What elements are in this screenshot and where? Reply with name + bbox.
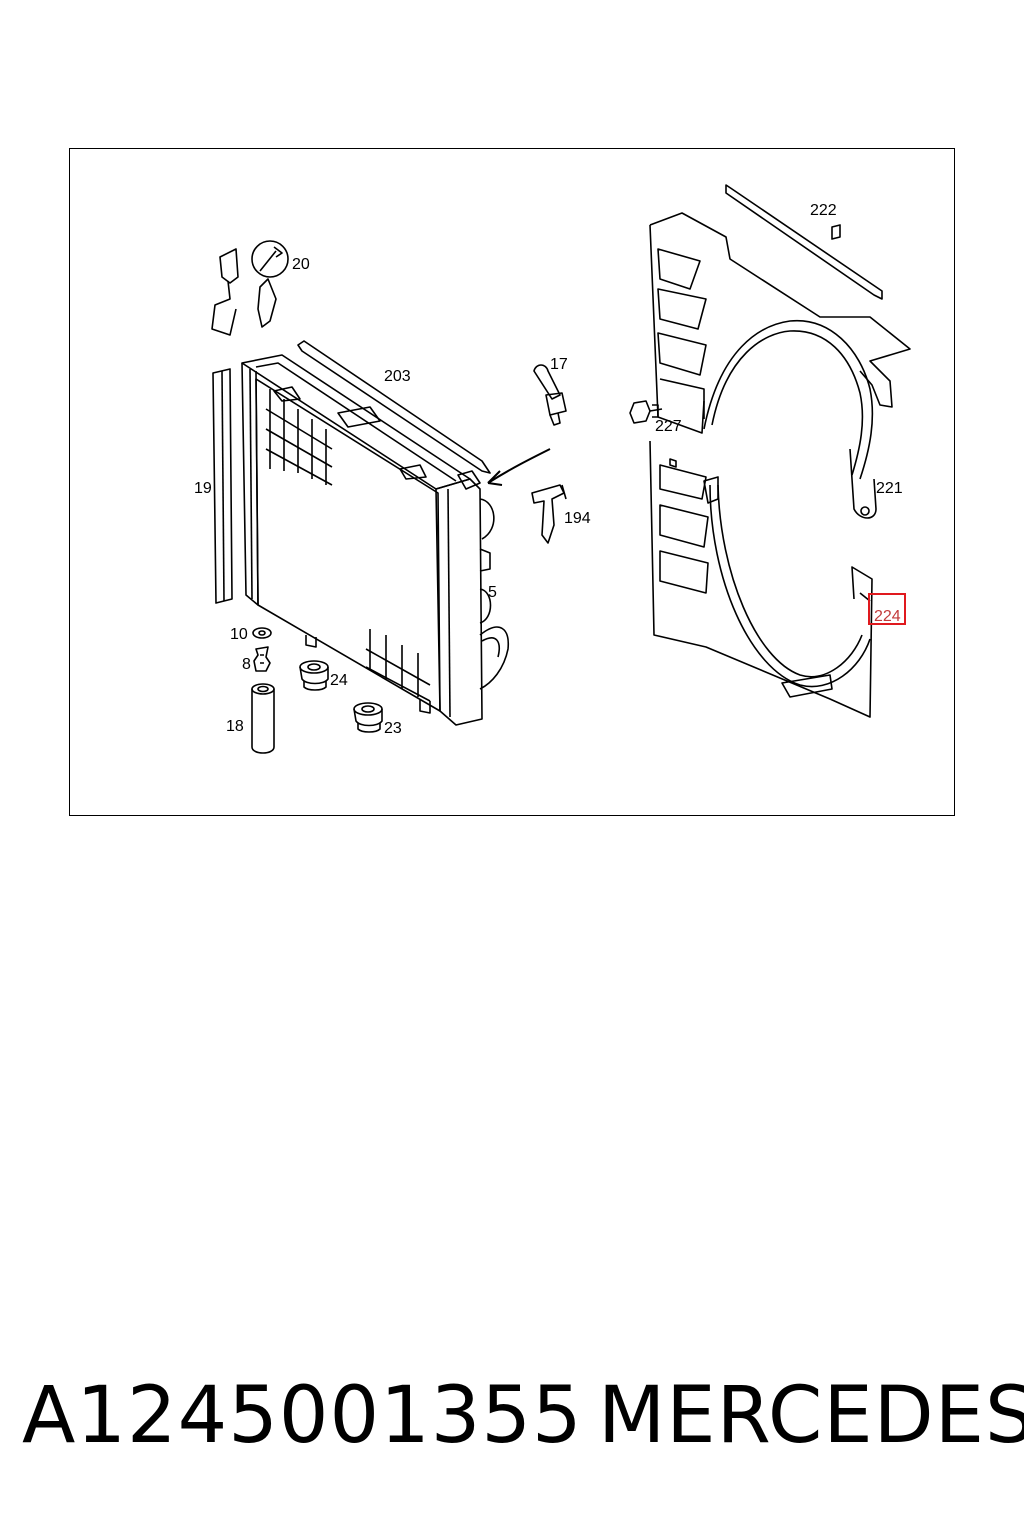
callout-18: 18 bbox=[226, 718, 244, 735]
callout-222: 222 bbox=[810, 202, 837, 219]
callout-221: 221 bbox=[876, 480, 903, 497]
part-number: A1245001355 bbox=[22, 1371, 583, 1461]
part-19-seal-strip bbox=[212, 368, 233, 604]
part-222-seal-strip bbox=[725, 184, 883, 300]
callout-203: 203 bbox=[384, 368, 411, 385]
fan-shroud-lower bbox=[649, 440, 873, 718]
callout-10: 10 bbox=[230, 626, 248, 643]
part-203-top-seal bbox=[297, 340, 491, 474]
callout-227: 227 bbox=[655, 418, 682, 435]
part-20-clips bbox=[211, 240, 289, 336]
callout-224-highlight bbox=[868, 593, 906, 625]
part-8-spring-clip bbox=[253, 646, 271, 672]
part-24-grommet bbox=[299, 660, 329, 691]
part-23-grommet bbox=[353, 702, 383, 733]
part-5-radiator bbox=[241, 354, 551, 726]
callout-194: 194 bbox=[564, 510, 591, 527]
diagram-frame: 20 203 17 19 194 5 10 8 24 18 23 222 227… bbox=[69, 148, 955, 816]
callout-224: 224 bbox=[874, 608, 901, 625]
callout-20: 20 bbox=[292, 256, 310, 273]
part-10-washer bbox=[252, 627, 272, 639]
part-18-sleeve bbox=[251, 683, 275, 754]
callout-24: 24 bbox=[330, 672, 348, 689]
brand-name: MERCEDES bbox=[598, 1371, 1024, 1461]
fan-shroud-upper bbox=[649, 212, 911, 519]
callout-5: 5 bbox=[488, 584, 497, 601]
exploded-parts-diagram: 20 203 17 19 194 5 10 8 24 18 23 222 227… bbox=[194, 184, 911, 754]
callout-19: 19 bbox=[194, 480, 212, 497]
part-194-bracket bbox=[531, 484, 567, 544]
callout-17: 17 bbox=[550, 356, 568, 373]
callout-23: 23 bbox=[384, 720, 402, 737]
callout-labels: 20 203 17 19 194 5 10 8 24 18 23 222 227… bbox=[194, 202, 906, 737]
part-17-drain-plug bbox=[533, 364, 567, 426]
callout-8: 8 bbox=[242, 656, 251, 673]
